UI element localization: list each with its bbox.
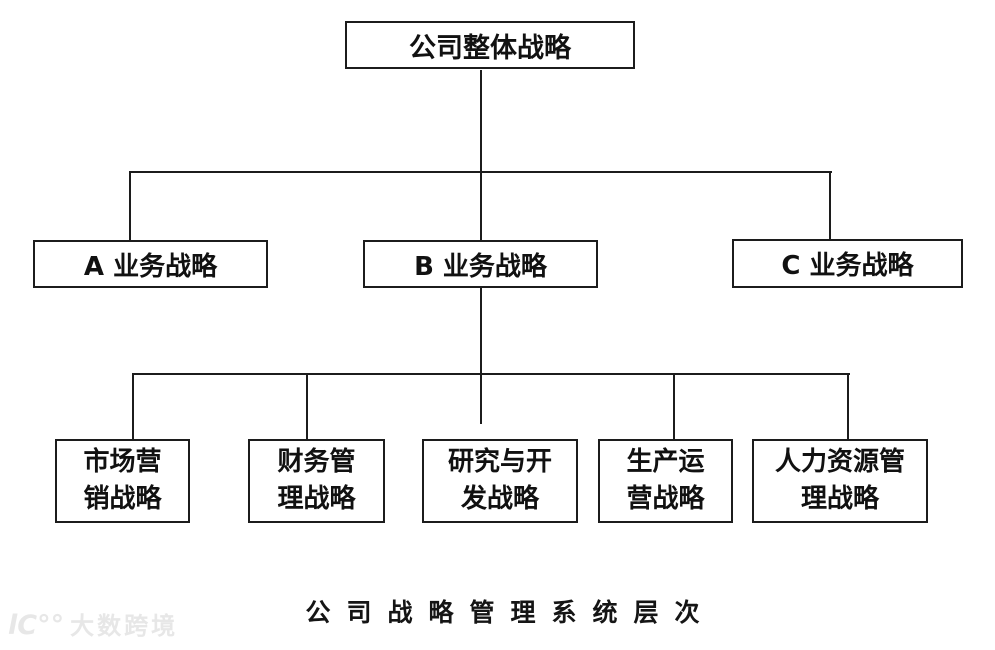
node-label-line1: 生产运 [626,447,705,477]
connector-drop-strategy-c [829,171,831,239]
diagram-caption: 公司战略管理系统层次 [305,598,716,627]
node-label: C 业务战略 [781,251,914,281]
connector-root-drop [480,70,482,240]
watermark: lC°° 大数跨境 [8,612,178,639]
node-label-line2: 营战略 [626,484,705,514]
watermark-brand-text: 大数跨境 [70,611,179,640]
node-label-line2: 理战略 [800,484,879,514]
node-business-strategy-a: A 业务战略 [33,240,268,288]
node-marketing-strategy: 市场营 销战略 [55,439,190,523]
node-finance-strategy: 财务管 理战略 [248,439,385,523]
node-label-line2: 理战略 [277,484,356,514]
node-label: A 业务战略 [83,251,218,282]
node-hr-strategy: 人力资源管 理战略 [752,439,928,523]
node-label: B 业务战略 [414,251,547,282]
node-label-line1: 研究与开 [447,447,552,477]
connector-drop-strategy-a [129,171,131,240]
connector-b-drop [480,288,482,424]
node-label-line1: 市场营 [83,447,162,477]
connector-drop-marketing [132,373,134,440]
watermark-logo-icon: lC°° [8,610,65,641]
node-label-line1: 财务管 [277,447,356,477]
node-label-line2: 发战略 [460,484,539,514]
connector-drop-hr [847,373,849,440]
node-business-strategy-b: B 业务战略 [363,240,598,288]
node-business-strategy-c: C 业务战略 [732,239,963,288]
node-label-line2: 销战略 [83,484,162,514]
connector-drop-finance [306,373,308,440]
node-operations-strategy: 生产运 营战略 [598,439,733,523]
connector-drop-operations [673,373,675,440]
node-label-line1: 人力资源管 [774,447,905,477]
connector-level2-horizontal [130,171,832,173]
connector-level3-horizontal [133,373,850,375]
node-label: 公司整体战略 [409,32,571,64]
node-rd-strategy: 研究与开 发战略 [422,439,578,523]
node-company-overall-strategy: 公司整体战略 [345,21,635,69]
